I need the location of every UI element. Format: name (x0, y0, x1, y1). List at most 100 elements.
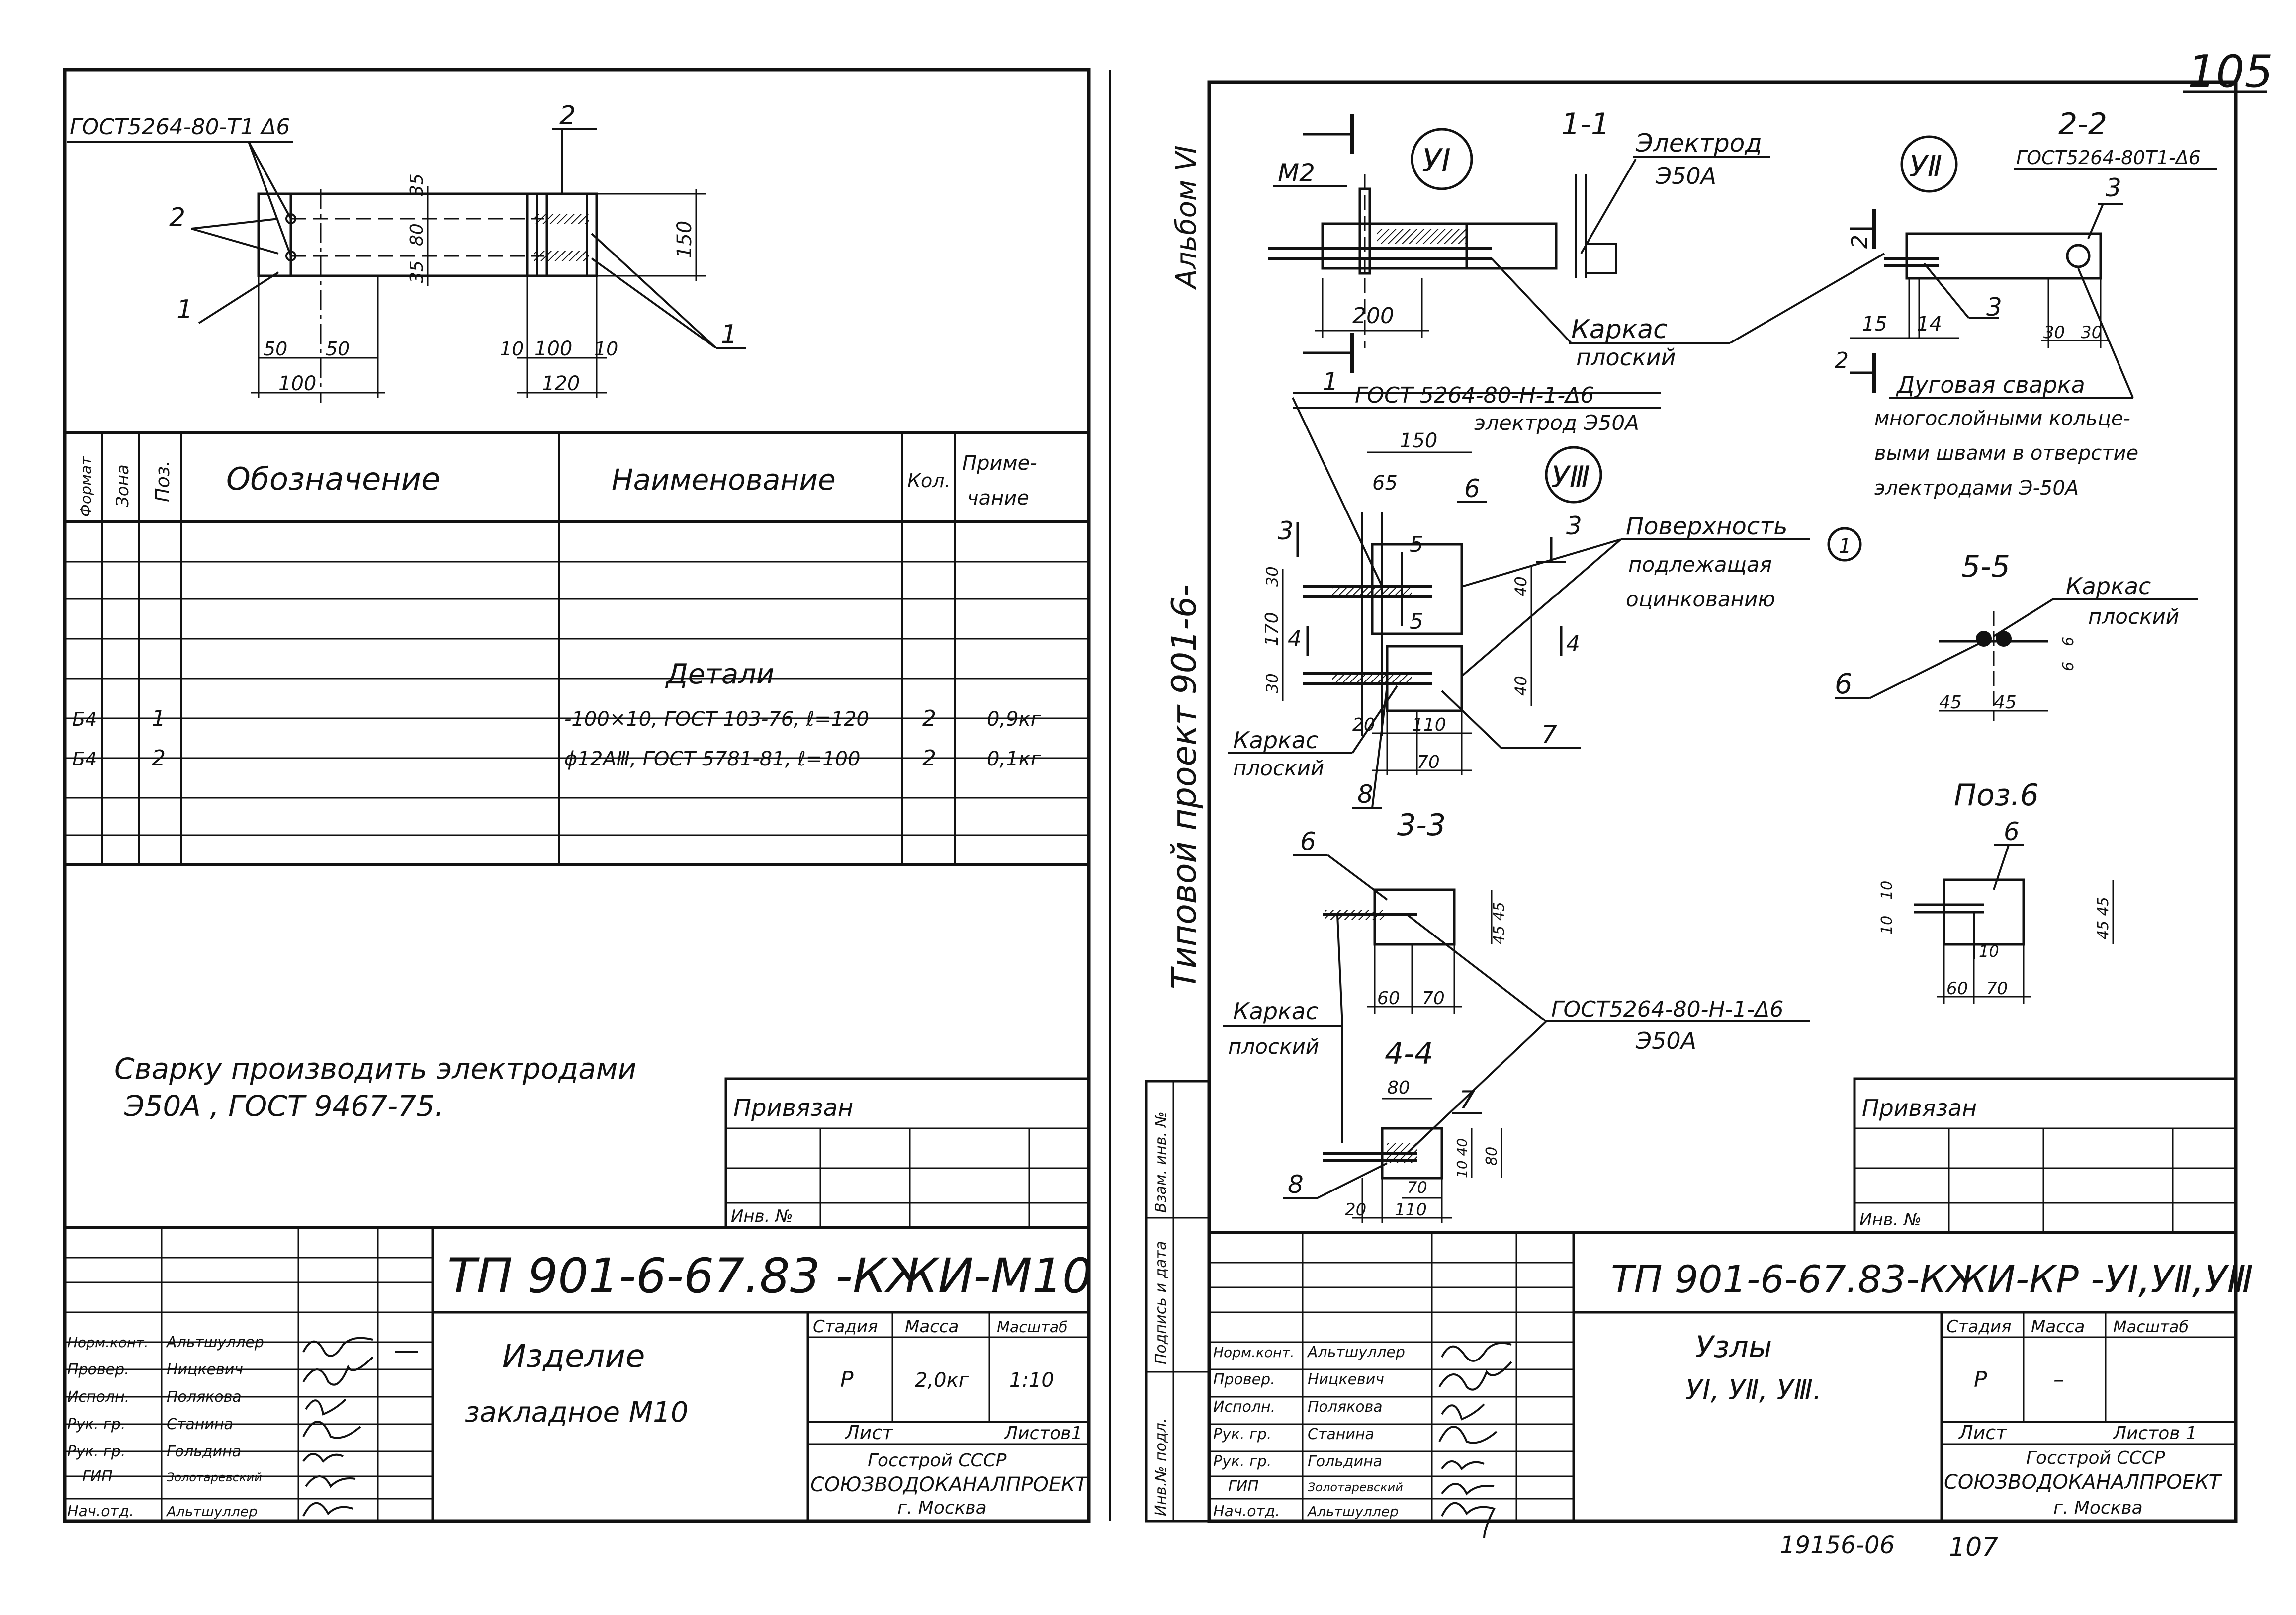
right-sheet: Взам. инв. № Подпись и дата Инв.№ подл. … (1145, 80, 2253, 1539)
drawing-label: Каркас (1233, 998, 1318, 1024)
drawing-label: Гольдина (167, 1443, 241, 1460)
drawing-label: 6 (2060, 662, 2077, 671)
drawing-label: 150 (673, 221, 696, 258)
drawing-label: 1 (177, 295, 193, 325)
drawing-label: 5 (1410, 609, 1423, 634)
drawing-label: Нач.отд. (67, 1503, 134, 1520)
position-6-detail: Поз.6 6 10 10 10 60 70 45 45 (1878, 778, 2114, 1004)
drawing-label: 14 (1917, 313, 1942, 336)
node-u1-drawing: УⅠ М2 200 1 1-1 Электрод Э50А Ка (1268, 107, 1885, 435)
drawing-label: Ницкевич (1308, 1371, 1384, 1388)
drawing-label: многослойными кольце- (1874, 407, 2130, 430)
drawing-label: 50 (326, 338, 350, 360)
right-drawing-code: ТП 901-6-67.83-КЖИ-КР -УⅠ,УⅡ,УⅢ (1611, 1257, 2253, 1301)
drawing-label: 15 (1862, 313, 1887, 336)
drawing-label: 5 (1410, 532, 1423, 557)
drawing-label: 45 45 (1491, 902, 1508, 944)
drawing-label: 60 (1377, 988, 1400, 1009)
drawing-label: Р (840, 1367, 854, 1392)
drawing-label: -100×10, ГОСТ 103-76, ℓ=120 (564, 708, 869, 731)
drawing-label: Привязан (733, 1094, 853, 1122)
drawing-label: 45 (1994, 692, 2017, 713)
drawing-label: 150 (1400, 429, 1437, 452)
section-3-3: 3-3 6 60 70 45 45 (1293, 808, 1508, 1014)
drawing-label: Стадия (1946, 1317, 2011, 1337)
drawing-label: ϕ12АⅢ, ГОСТ 5781-81, ℓ=100 (564, 748, 860, 770)
drawing-label: – (2053, 1367, 2064, 1392)
page-number: 105 (2188, 46, 2273, 98)
margin-label-inv: Инв.№ подл. (1152, 1418, 1170, 1516)
drawing-label: УⅢ (1551, 460, 1590, 495)
drawing-label: 5-5 (1961, 549, 2010, 584)
drawing-label: УⅠ (1422, 143, 1451, 179)
drawing-label: 0,1кг (987, 748, 1042, 770)
drawing-label: 40 (1511, 576, 1530, 596)
drawing-label: 2 (1835, 348, 1849, 373)
drawing-label: Приме- (962, 452, 1037, 475)
drawing-label: Листов1 (1003, 1423, 1082, 1444)
drawing-label: выми швами в отверстие (1874, 442, 2138, 465)
drawing-label: 80 (1483, 1147, 1501, 1166)
drawing-label: ГИП (1228, 1478, 1259, 1495)
section-4-4: Каркас плоский ГОСТ5264-80-Н-1-Δ6 Э50А 4… (1223, 914, 1810, 1223)
drawing-label: 0,9кг (987, 708, 1042, 731)
drawing-label: 10 (1878, 881, 1896, 900)
drawing-label: Электрод (1635, 129, 1762, 158)
drawing-label: Детали (665, 658, 774, 690)
drawing-label: 6 (2060, 637, 2077, 646)
drawing-label: Исполн. (1213, 1398, 1275, 1416)
drawing-label: Станина (1308, 1426, 1374, 1443)
drawing-label: Провер. (67, 1361, 129, 1378)
drawing-label: Госстрой СССР (868, 1450, 1007, 1471)
welding-note-line2: Э50А , ГОСТ 9467-75. (124, 1089, 443, 1123)
drawing-label: Привязан (1862, 1095, 1977, 1121)
drawing-label: плоский (1228, 1034, 1319, 1059)
drawing-label: 110 (1395, 1200, 1427, 1220)
left-sheet: ГОСТ5264-80-Т1 Δ6 2 1 50 50 100 (63, 68, 1111, 1523)
drawing-label: Наименование (612, 463, 836, 497)
drawing-label: 80 (1387, 1078, 1410, 1098)
vertical-project: Типовой проект 901-6- (1165, 584, 1204, 989)
drawing-label: 2,0кг (915, 1369, 970, 1392)
margin-label-vz: Взам. инв. № (1152, 1111, 1170, 1213)
drawing-label: Обозначение (226, 461, 440, 497)
drawing-label: Изделие (502, 1338, 645, 1375)
drawing-label: 10 40 (1454, 1138, 1470, 1178)
drawing-label: Альтшуллер (166, 1503, 258, 1520)
drawing-label: закладное М10 (465, 1396, 688, 1429)
drawing-label: Поверхность (1626, 512, 1788, 540)
drawing-label: 6 (1300, 827, 1316, 856)
drawing-label: Кол. (907, 470, 951, 492)
drawing-label: СОЮЗВОДОКАНАЛПРОЕКТ (810, 1473, 1089, 1496)
drawing-label: оцинкованию (1626, 587, 1775, 611)
scan-footer-left: 19156-06 (1780, 1531, 1895, 1559)
left-drawing-code: ТП 901-6-67.83 -КЖИ-М10 (447, 1248, 1093, 1304)
drawing-label: Рук. гр. (1213, 1426, 1271, 1443)
drawing-label: ГОСТ5264-80Т1-Δ6 (2016, 147, 2201, 169)
drawing-label: Золотаревский (1308, 1480, 1403, 1494)
drawing-label: 1:10 (1009, 1369, 1054, 1392)
drawing-label: Р (1974, 1367, 1987, 1392)
drawing-label: 35 (407, 173, 427, 196)
drawing-label: 2 (169, 203, 185, 233)
drawing-label: Масса (2031, 1317, 2085, 1337)
drawing-label: 40 (1511, 676, 1530, 696)
drawing-label: 70 (1407, 1178, 1427, 1197)
drawing-label: 8 (1357, 780, 1373, 809)
drawing-label: плоский (1233, 756, 1324, 780)
drawing-label: 50 (264, 338, 287, 360)
drawing-label: 100 (534, 338, 572, 360)
drawing-label: Дуговая сварка (1896, 371, 2085, 398)
drawing-label: 1 (721, 320, 737, 349)
drawing-label: Альтшуллер (1307, 1503, 1399, 1520)
drawing-label: 2 (922, 706, 936, 731)
drawing-label: г. Москва (897, 1498, 987, 1518)
drawing-label: 70 (1417, 752, 1440, 772)
right-binding-box: Привязан Инв. № (1853, 1077, 2237, 1234)
left-title-block: ТП 901-6-67.83 -КЖИ-М10 Изделие закладно… (63, 1226, 1093, 1523)
drawing-label: 100 (278, 372, 316, 395)
drawing-label: Зона (113, 464, 133, 507)
drawing-label: Рук. гр. (67, 1416, 125, 1433)
drawing-label: 35 (407, 260, 427, 283)
